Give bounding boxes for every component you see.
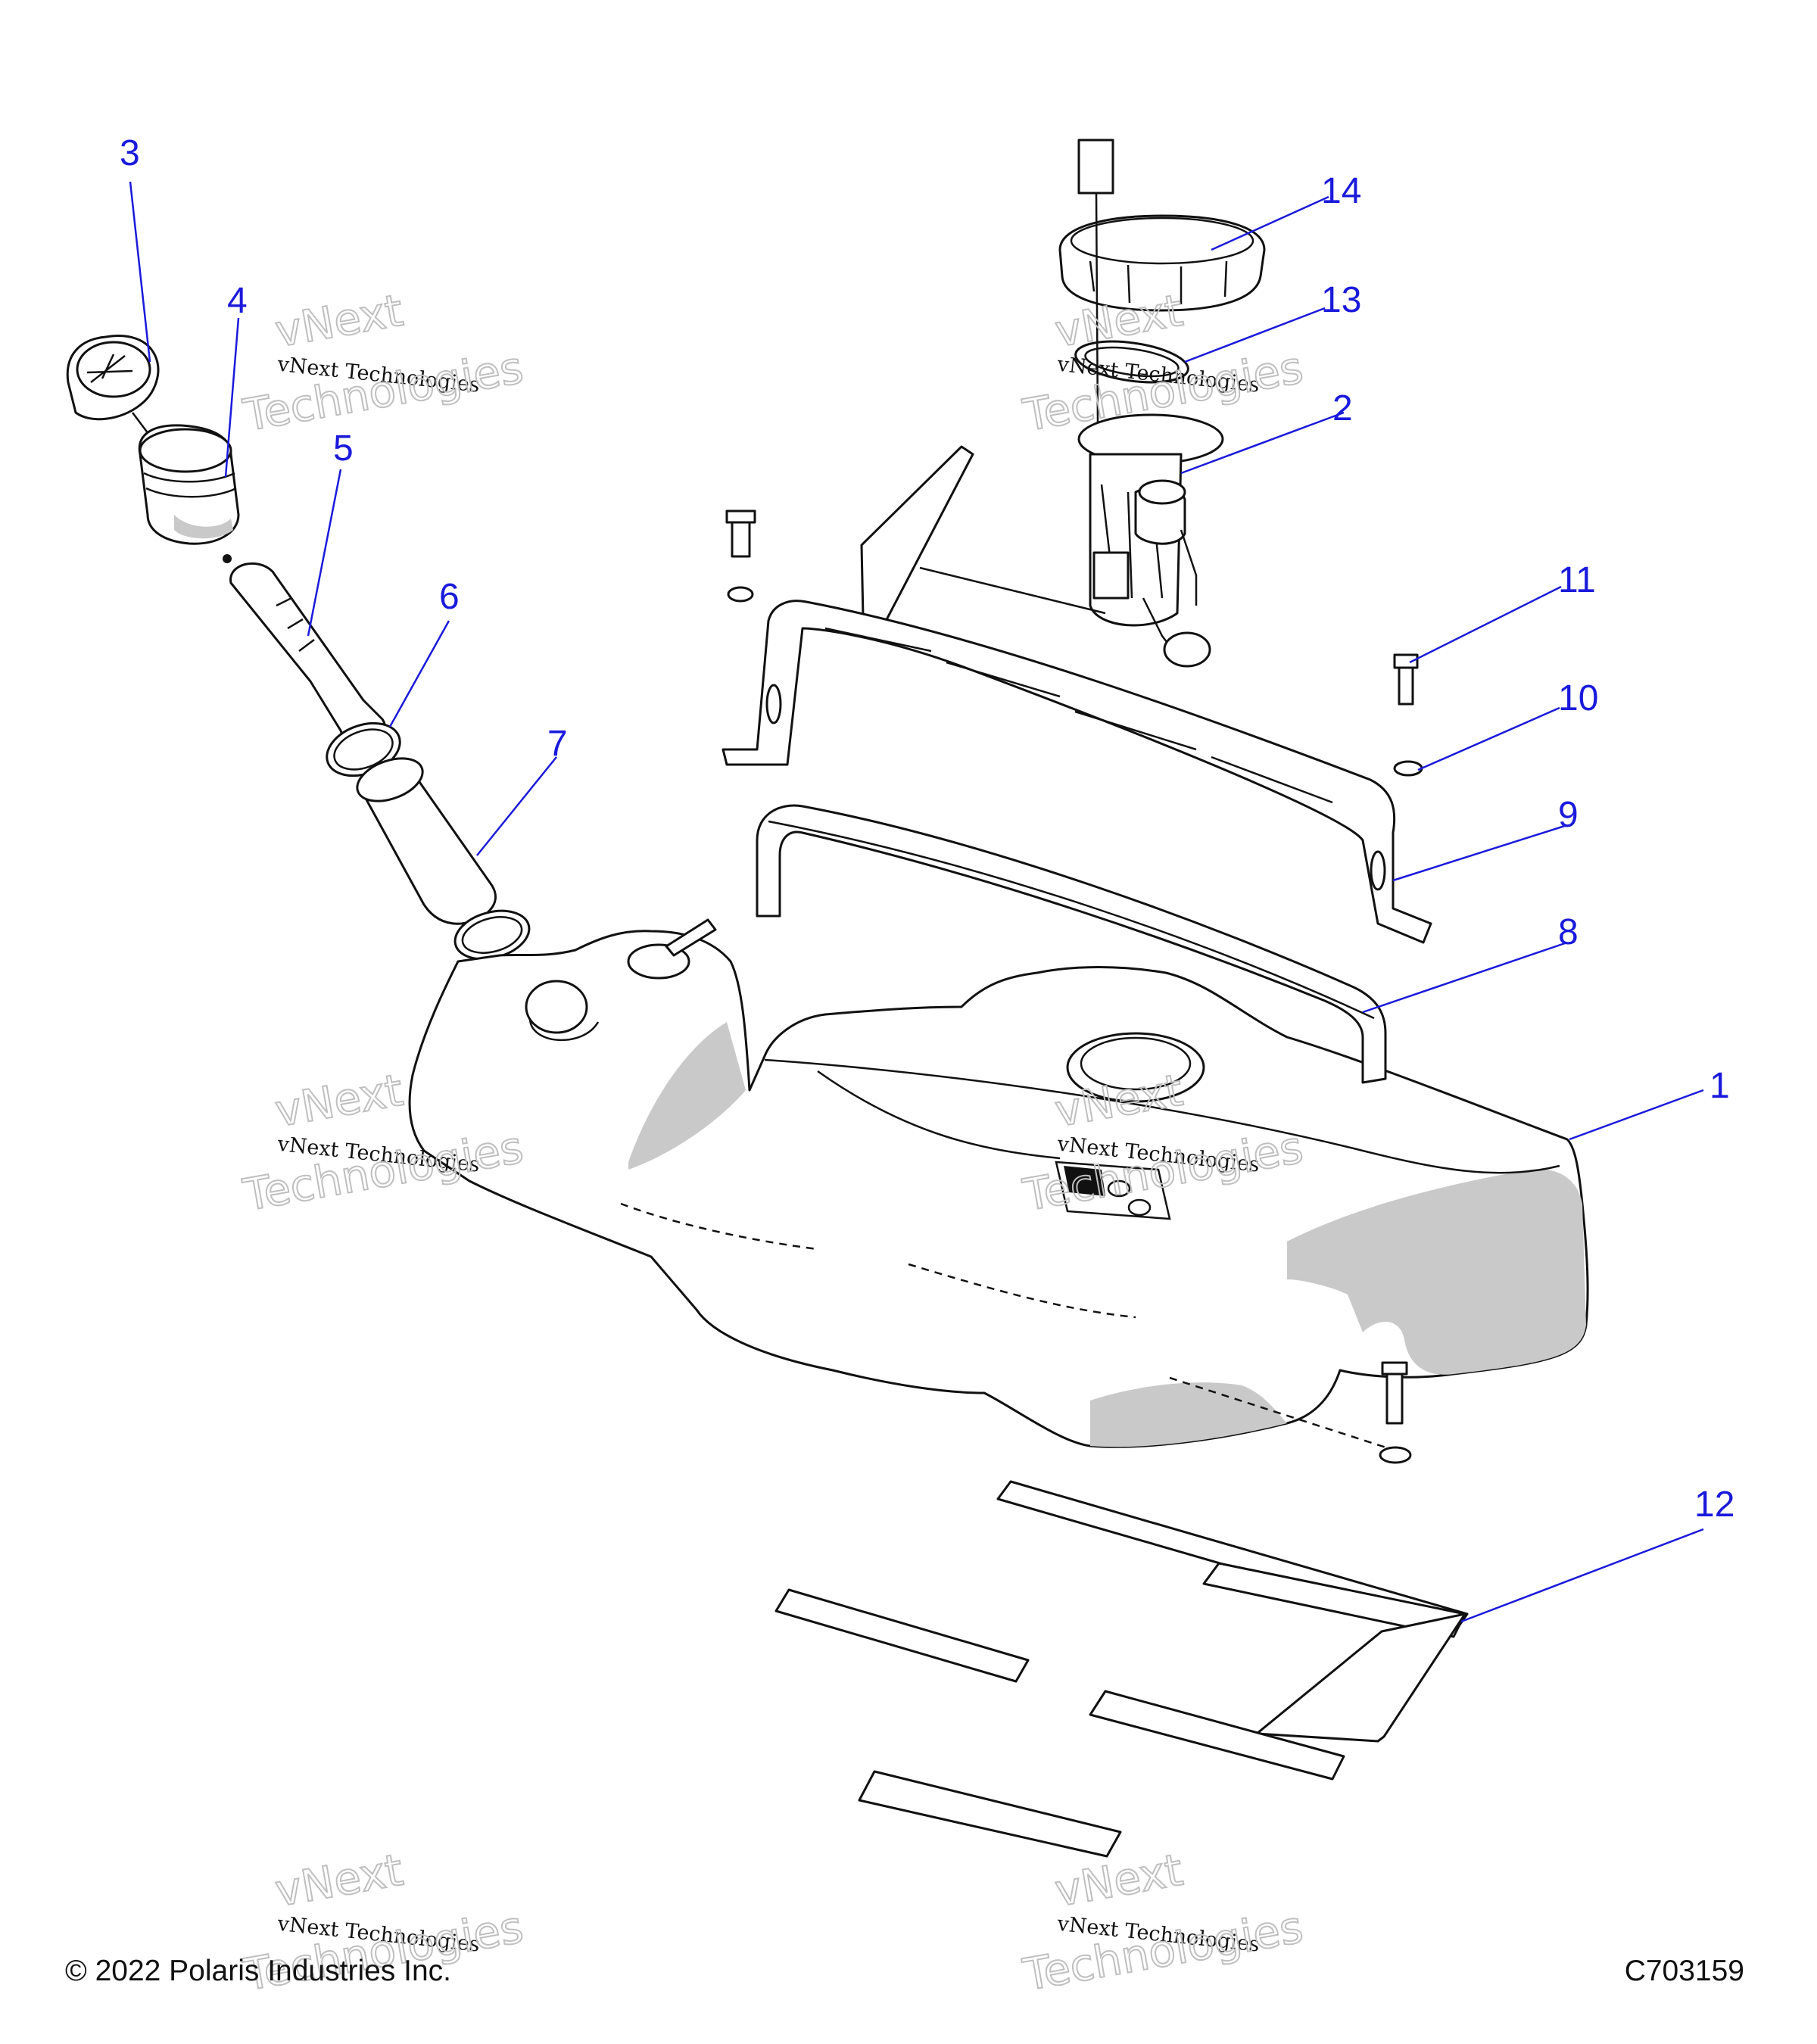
leader-13 — [1184, 307, 1326, 363]
callout-10: 10 — [1558, 678, 1598, 718]
callout-13: 13 — [1321, 280, 1361, 320]
svg-text:vNext: vNext — [272, 1064, 407, 1137]
drawing-number: C703159 — [1624, 1955, 1744, 1987]
leader-2 — [1180, 411, 1345, 475]
strap-pad — [756, 804, 1387, 1084]
leader-3 — [129, 181, 151, 363]
leader-8 — [1362, 941, 1568, 1014]
leader-1 — [1569, 1089, 1704, 1141]
tank-mount-bolt — [1169, 1361, 1412, 1464]
callout-9: 9 — [1558, 795, 1579, 835]
callout-3: 3 — [120, 133, 140, 173]
washer — [1393, 760, 1423, 777]
leader-10 — [1417, 706, 1560, 771]
callout-12: 12 — [1694, 1485, 1734, 1525]
strap-bolt-left — [725, 509, 756, 603]
callout-1: 1 — [1709, 1066, 1730, 1106]
callout-7: 7 — [547, 724, 568, 764]
filler-tube — [223, 554, 387, 749]
leader-14 — [1211, 195, 1329, 251]
leader-9 — [1392, 824, 1568, 882]
filler-neck-adapter — [138, 424, 240, 545]
svg-text:vNext: vNext — [272, 285, 407, 357]
pump-seal — [1074, 340, 1189, 384]
tank-strap — [722, 600, 1432, 944]
svg-text:vNext: vNext — [272, 1844, 407, 1917]
svg-text:vNext: vNext — [1052, 1844, 1187, 1917]
callout-6: 6 — [439, 577, 460, 617]
fuel-cap — [66, 335, 160, 444]
callout-14: 14 — [1321, 171, 1361, 211]
callout-8: 8 — [1558, 912, 1579, 952]
leader-5 — [307, 469, 342, 637]
callout-4: 4 — [227, 281, 248, 321]
copyright-notice: © 2022 Polaris Industries Inc. — [65, 1955, 451, 1987]
leader-7 — [476, 756, 557, 856]
leader-12 — [1460, 1528, 1704, 1623]
fuel-pump-module — [860, 139, 1224, 668]
callout-2: 2 — [1332, 388, 1353, 428]
filler-hose — [356, 757, 497, 925]
callout-numbers: 1 2 3 4 5 6 7 8 9 10 11 12 13 14 — [120, 133, 1734, 1525]
watermark-bottom-right: vNext vNext Technologies Technologies — [1018, 1843, 1307, 2002]
fuel-tank — [408, 918, 1589, 1448]
heat-shield-set — [774, 1480, 1469, 1858]
leader-4 — [224, 317, 240, 478]
callout-11: 11 — [1558, 560, 1596, 600]
leader-lines — [129, 181, 1704, 1623]
callout-5: 5 — [333, 428, 354, 469]
bolt — [1393, 653, 1419, 706]
leader-6 — [388, 620, 450, 728]
leader-11 — [1409, 585, 1562, 664]
svg-text:vNext: vNext — [1052, 285, 1187, 357]
pump-lock-ring — [1058, 214, 1266, 312]
watermark-top-left: vNext vNext Technologies Technologies — [238, 284, 528, 442]
